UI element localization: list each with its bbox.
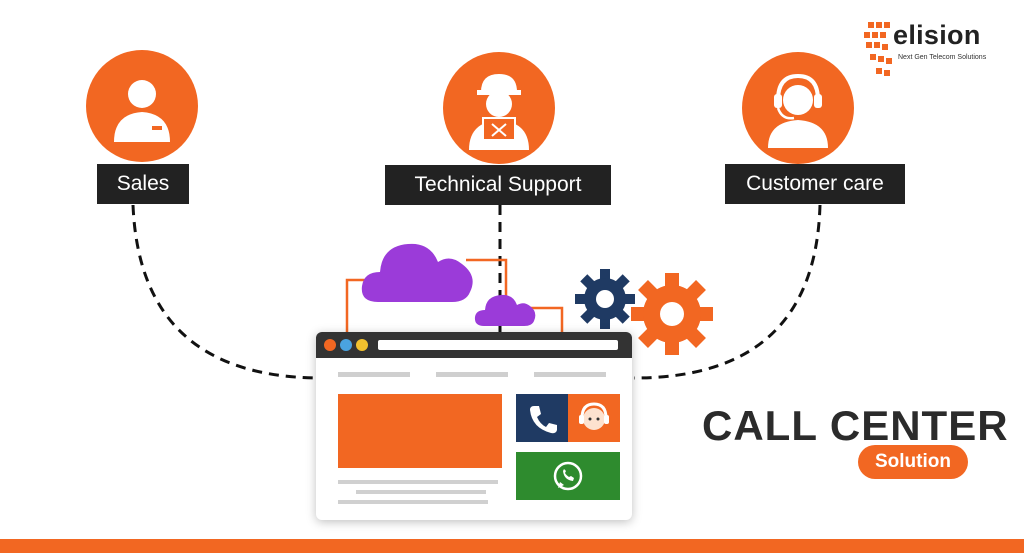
brand-tagline: Next Gen Telecom Solutions xyxy=(898,54,987,61)
browser-address-bar xyxy=(378,340,618,350)
sales-label: Sales xyxy=(97,164,189,204)
window-close-dot xyxy=(324,339,336,351)
technical-support-node-circle xyxy=(443,52,555,164)
agent-face-icon xyxy=(579,402,609,430)
salesperson-icon xyxy=(114,80,170,142)
customer-care-node-circle xyxy=(742,52,854,164)
elision-logo-icon xyxy=(864,22,892,76)
browser-window xyxy=(316,332,632,520)
whatsapp-icon xyxy=(553,461,583,491)
text-placeholder xyxy=(338,500,488,504)
content-banner xyxy=(338,394,502,468)
whatsapp-tile xyxy=(516,452,620,500)
headset-agent-icon xyxy=(768,73,828,148)
nav-placeholder xyxy=(436,372,508,377)
browser-titlebar xyxy=(316,332,632,358)
solution-badge: Solution xyxy=(858,445,968,479)
customer-care-label: Customer care xyxy=(725,164,905,204)
main-title: CALL CENTER xyxy=(702,402,1009,449)
nav-placeholder xyxy=(338,372,410,377)
text-placeholder xyxy=(356,490,486,494)
phone-tile xyxy=(516,394,568,442)
window-maximize-dot xyxy=(356,339,368,351)
window-minimize-dot xyxy=(340,339,352,351)
agent-tile xyxy=(568,394,620,442)
gear-dark-icon xyxy=(575,269,635,329)
footer-accent-bar xyxy=(0,539,1024,553)
technical-support-label: Technical Support xyxy=(385,165,611,205)
sales-node-circle xyxy=(86,50,198,162)
brand-name: elision xyxy=(893,20,981,50)
cloud-large-icon xyxy=(361,243,473,302)
cloud-small-icon xyxy=(474,294,536,326)
text-placeholder xyxy=(338,480,498,484)
nav-placeholder xyxy=(534,372,606,377)
gear-orange-icon xyxy=(631,273,713,355)
technician-icon xyxy=(469,74,529,150)
phone-icon xyxy=(530,406,557,434)
